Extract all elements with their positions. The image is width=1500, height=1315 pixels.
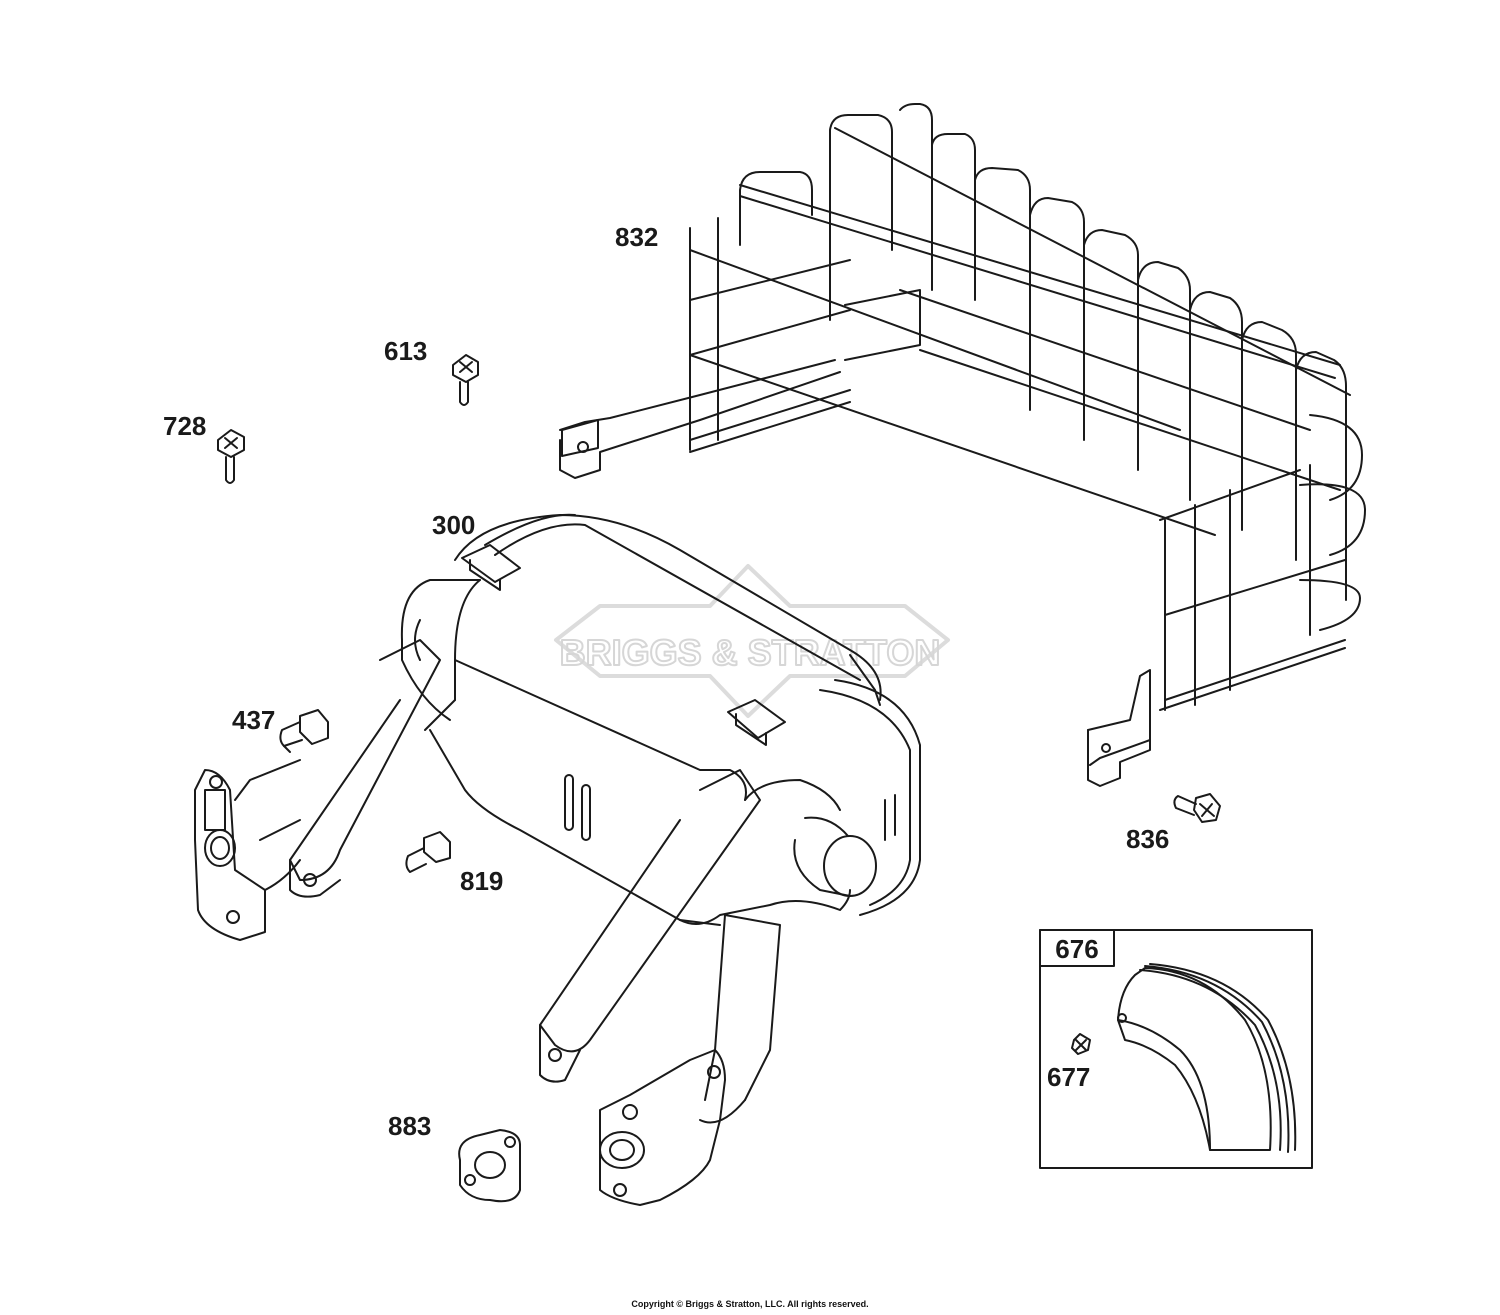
callout-883: 883 (388, 1111, 432, 1141)
copyright-footer: Copyright © Briggs & Stratton, LLC. All … (631, 1299, 869, 1309)
callout-437: 437 (232, 705, 276, 735)
callout-728: 728 (163, 411, 207, 441)
bolt-icon (405, 831, 451, 873)
callout-300: 300 (432, 510, 476, 540)
callout-613: 613 (384, 336, 428, 366)
bolt-icon (1173, 793, 1221, 823)
watermark: BRIGGS & STRATTON (554, 564, 950, 718)
screw-icon (1071, 1033, 1091, 1055)
deflector-inset-box (1039, 929, 1313, 1169)
callout-836: 836 (1126, 824, 1170, 854)
callout-832: 832 (615, 222, 659, 252)
watermark-text: BRIGGS & STRATTON (560, 632, 941, 673)
bolt-icon (452, 354, 479, 406)
gasket-icon (458, 1129, 521, 1203)
callout-677: 677 (1047, 1062, 1091, 1092)
callout-819: 819 (460, 866, 504, 896)
muffler-guard-cage (559, 103, 1366, 787)
callout-676: 676 (1055, 934, 1098, 964)
muffler-body (194, 513, 921, 1206)
bolt-icon (279, 709, 329, 753)
bolt-icon (217, 429, 245, 484)
